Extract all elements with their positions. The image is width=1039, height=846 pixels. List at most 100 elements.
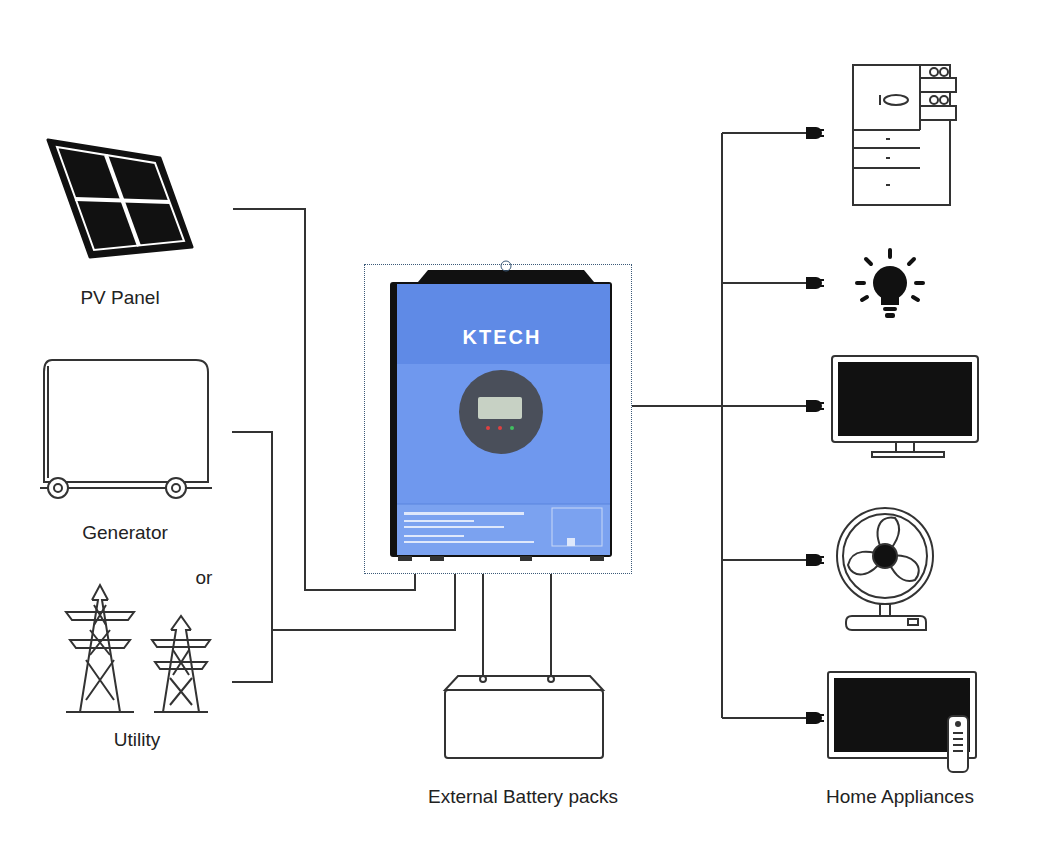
inverter-unit-part xyxy=(397,284,610,364)
utility-towers-icon-part xyxy=(170,650,192,705)
tv-icon-part xyxy=(953,738,963,740)
plug-symbols-part xyxy=(806,277,824,289)
pv-panel-node: PV Panel xyxy=(40,132,233,318)
node-label: External Battery packs xyxy=(428,786,618,808)
battery-icon-part xyxy=(445,690,603,758)
bulb-icon-part xyxy=(873,266,907,300)
plug-symbols-part xyxy=(806,400,824,412)
fan-icon-part xyxy=(846,616,926,630)
bulb-icon xyxy=(857,250,923,318)
fridge-icon-part xyxy=(853,147,920,149)
fridge-icon-part xyxy=(853,167,920,169)
generator-icon xyxy=(40,360,212,498)
monitor-icon-part xyxy=(838,362,972,436)
free-label: or xyxy=(196,567,213,589)
bulb-icon-part xyxy=(883,307,897,311)
inverter-unit-part xyxy=(404,512,524,515)
fridge-icon-part xyxy=(853,129,920,131)
utility-towers-icon-part xyxy=(86,605,114,700)
inverter-unit-part xyxy=(398,556,412,561)
bulb-icon-part xyxy=(857,250,923,300)
generator-icon-part xyxy=(44,360,208,482)
tv-icon-part xyxy=(953,732,963,734)
node-label: Generator xyxy=(82,522,168,544)
inverter-unit-part xyxy=(486,426,490,430)
wire-connector xyxy=(232,574,455,682)
generator-icon-part xyxy=(47,366,49,478)
bulb-icon-part-part xyxy=(866,259,871,264)
bulb-icon-part-part xyxy=(862,297,867,300)
inverter-unit-part xyxy=(397,504,610,505)
fridge-icon-part xyxy=(920,106,956,120)
generator-icon-part xyxy=(48,478,68,498)
pv-panel-icon xyxy=(48,140,192,257)
inverter-unit-part xyxy=(590,556,604,561)
appliances-node: Home Appliances xyxy=(722,55,1017,815)
tv-icon-part xyxy=(953,744,963,746)
plug-symbols-part xyxy=(806,554,824,566)
fan-icon-part xyxy=(873,544,897,568)
battery-icon-part xyxy=(548,676,554,682)
inverter-unit-part xyxy=(430,556,444,561)
inverter-unit-part xyxy=(404,526,504,528)
generator-icon-part xyxy=(166,478,186,498)
fridge-icon-part xyxy=(886,157,890,159)
inverter-unit-part xyxy=(459,370,543,454)
brand-logo: KTECH xyxy=(463,326,542,348)
inverter-unit-part xyxy=(478,397,522,419)
wire-connector xyxy=(233,209,415,590)
plug-symbols-part xyxy=(806,127,824,139)
wire-connector xyxy=(632,405,722,407)
bulb-icon-part-part xyxy=(913,297,918,300)
inverter-unit-part xyxy=(404,520,474,522)
fridge-icon-part xyxy=(940,68,948,76)
pv-panel-icon-part xyxy=(57,147,184,250)
battery-icon-part xyxy=(480,676,486,682)
monitor-icon-part xyxy=(832,356,978,442)
wire-connector xyxy=(232,432,455,630)
battery-icon-part xyxy=(445,676,603,690)
fan-icon-part xyxy=(837,508,933,604)
inverter-unit-part xyxy=(397,284,610,555)
bulb-icon-part-part xyxy=(857,281,864,285)
inverter-unit xyxy=(390,261,612,561)
fan-icon-part xyxy=(908,619,918,625)
wire-connector xyxy=(483,574,551,676)
monitor-icon-part xyxy=(896,442,914,452)
fridge-icon-part xyxy=(879,95,881,105)
fan-icon xyxy=(837,508,933,630)
inverter-unit-part xyxy=(404,541,534,543)
utility-towers-icon-part xyxy=(154,711,208,713)
inverter-unit-part xyxy=(520,556,532,561)
bulb-icon-part-part xyxy=(916,281,923,285)
utility-towers-icon-part xyxy=(66,711,134,713)
bulb-icon-part xyxy=(885,313,895,318)
inverter-unit-part xyxy=(498,426,502,430)
node-label: Home Appliances xyxy=(826,786,974,808)
pv-panel-icon-part xyxy=(48,140,192,257)
tv-icon-part xyxy=(955,721,961,727)
fridge-icon-part xyxy=(886,138,890,140)
inverter-unit-part xyxy=(567,538,575,546)
fridge-icon-part xyxy=(886,184,890,186)
node-label: Utility xyxy=(114,729,160,751)
bulb-icon-part xyxy=(881,295,899,305)
generator-icon-part xyxy=(54,484,62,492)
fridge-icon xyxy=(853,65,956,205)
inverter-unit-part xyxy=(510,426,514,430)
plug-symbols-part xyxy=(806,712,824,724)
battery-icon xyxy=(445,676,603,758)
inverter-unit-part xyxy=(418,270,594,282)
utility-towers-icon-part xyxy=(152,640,210,669)
plug-symbols xyxy=(806,127,824,724)
monitor-icon-part xyxy=(872,452,944,457)
bulb-icon-part-part xyxy=(909,259,914,264)
fridge-icon-part xyxy=(930,96,938,104)
fridge-icon-part xyxy=(920,78,956,92)
appliance-wiring xyxy=(722,133,808,718)
generator-icon-part xyxy=(172,484,180,492)
fridge-icon-part xyxy=(930,68,938,76)
